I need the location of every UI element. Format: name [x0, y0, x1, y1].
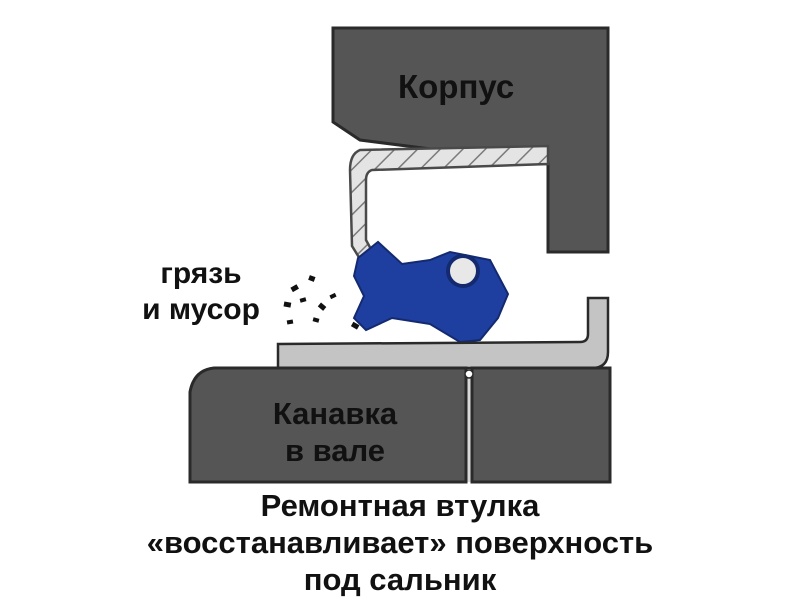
seal-rubber-lip — [352, 240, 510, 344]
groove-notch — [464, 369, 474, 379]
shaft-groove-label-line2: в вале — [284, 433, 386, 468]
shaft-right — [470, 366, 612, 484]
shaft-groove-label: Канавка в вале — [240, 395, 430, 469]
dirt-label-line1: грязь — [160, 257, 242, 290]
dirt-label-line2: и мусор — [142, 293, 260, 326]
garter-spring — [446, 254, 480, 288]
shaft-left — [188, 366, 468, 484]
dirt-particles — [283, 275, 360, 330]
caption: Ремонтная втулка «восстанавливает» повер… — [0, 487, 800, 598]
shaft-groove-label-line1: Канавка — [272, 396, 398, 431]
dirt-label: грязь и мусор — [126, 256, 276, 328]
housing-body — [331, 26, 610, 254]
caption-line3: под сальник — [303, 562, 497, 597]
caption-line2: «восстанавливает» поверхность — [146, 525, 654, 560]
housing-label: Корпус — [398, 68, 515, 105]
caption-line1: Ремонтная втулка — [260, 488, 540, 523]
